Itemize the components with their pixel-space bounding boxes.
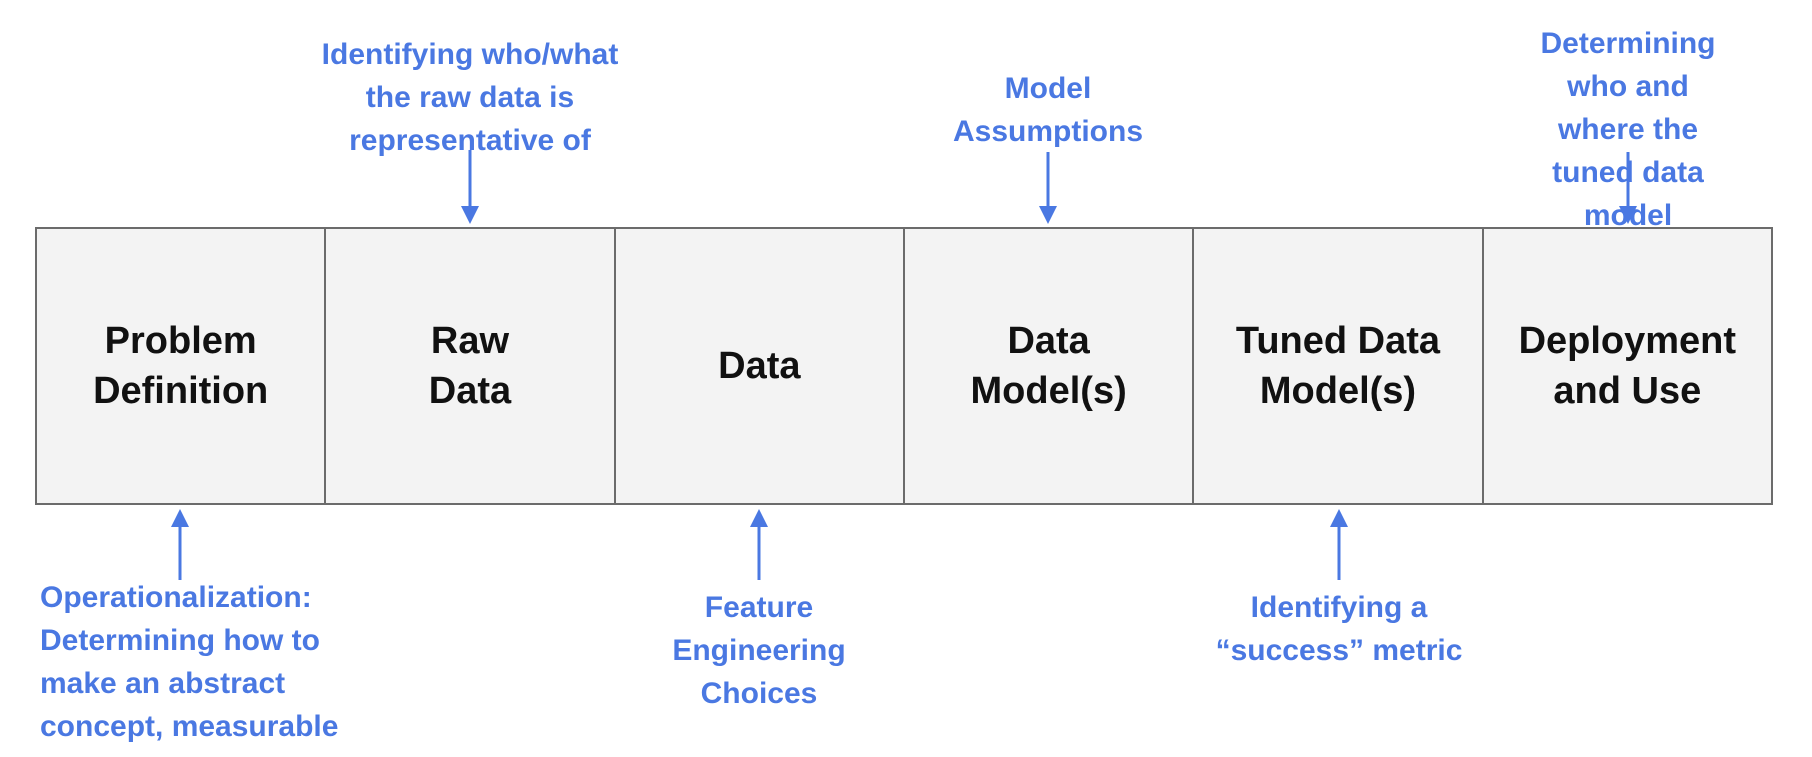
stage-label: Data: [718, 345, 801, 387]
stage-label: Raw Data: [428, 320, 512, 412]
arrow-up-problem-definition: [171, 509, 189, 580]
stage-data-models: Data Model(s): [905, 229, 1195, 503]
annotation-operationalization: Operationalization: Determining how to m…: [40, 581, 339, 743]
annotation-raw-data-representativeness: Identifying who/what the raw data is rep…: [321, 38, 619, 157]
stage-label: Problem Definition: [93, 320, 269, 412]
annotation-model-assumptions: Model Assumptions: [952, 72, 1144, 148]
stage-problem-definition: Problem Definition: [37, 229, 327, 503]
stage-label: Data Model(s): [970, 320, 1127, 412]
annotation-feature-engineering: Feature Engineering Choices: [672, 591, 846, 710]
stage-tuned-data-models: Tuned Data Model(s): [1194, 229, 1484, 503]
stage-deployment-and-use: Deployment and Use: [1484, 229, 1771, 503]
stage-label: Tuned Data Model(s): [1235, 320, 1441, 412]
arrow-down-data-models: [1039, 152, 1057, 224]
stage-label: Deployment and Use: [1518, 320, 1737, 412]
stage-data: Data: [616, 229, 905, 503]
arrow-up-data: [750, 509, 768, 580]
pipeline-stages: Problem Definition Raw Data Data Data Mo…: [35, 227, 1773, 505]
annotation-success-metric: Identifying a “success” metric: [1215, 591, 1463, 667]
stage-raw-data: Raw Data: [326, 229, 616, 503]
arrow-up-tuned-data-models: [1330, 509, 1348, 580]
